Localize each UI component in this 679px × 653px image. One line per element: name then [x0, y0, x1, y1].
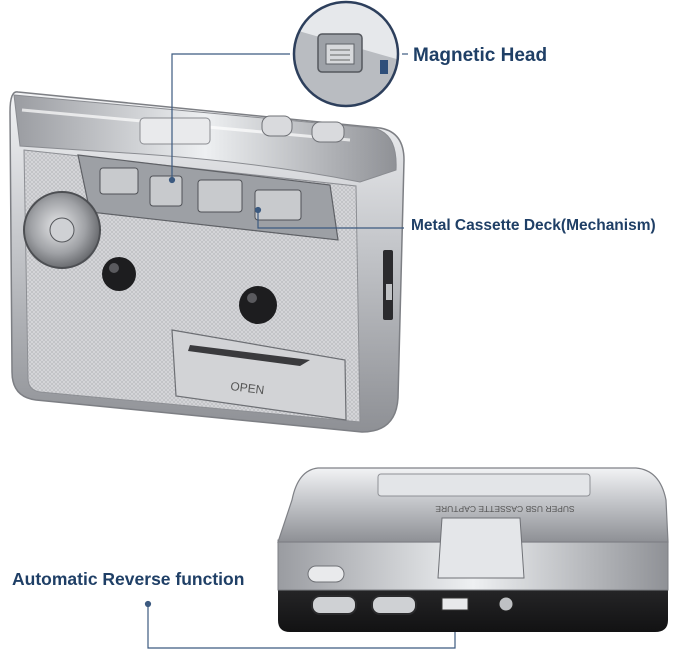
callout-cassette-deck: Metal Cassette Deck(Mechanism) — [411, 217, 656, 234]
cassette-player-front-view: SUPER USB CASSETTE CAPTURE — [277, 467, 669, 632]
callout-magnetic-head: Magnetic Head — [413, 45, 548, 66]
top-brand-print: SUPER USB CASSETTE CAPTURE — [435, 504, 575, 514]
magnetic-head-zoom — [292, 0, 400, 108]
cassette-player-main: OPEN — [9, 91, 405, 433]
callout-auto-reverse: Automatic Reverse function — [12, 569, 245, 589]
open-label: OPEN — [230, 379, 265, 397]
